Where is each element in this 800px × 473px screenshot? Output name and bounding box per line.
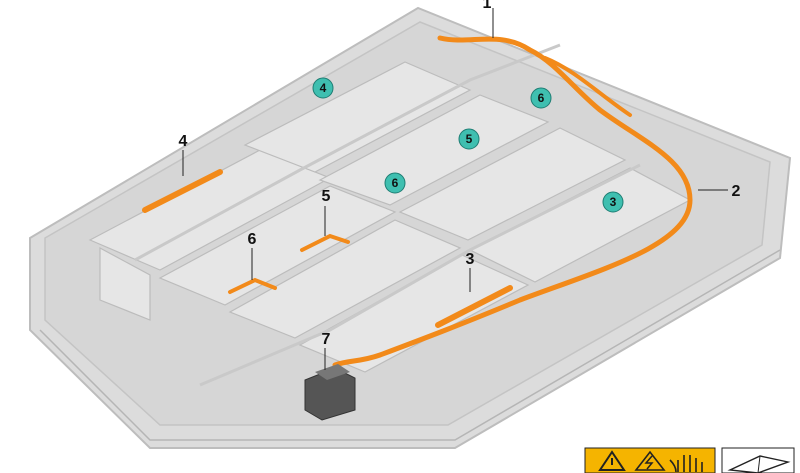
coolant-lines: [134, 43, 641, 387]
electrical-hazard-icon: [634, 450, 666, 471]
battery-modules: [88, 61, 692, 373]
badge-label: 6: [538, 91, 545, 105]
tray-rim: [44, 21, 771, 426]
tray-front-edge: [39, 249, 781, 441]
badge-label: 3: [610, 195, 617, 209]
module: [99, 246, 151, 321]
hv-cables: [142, 35, 693, 368]
hv-cable-main: [332, 35, 693, 368]
hv-cable-item-4: [142, 169, 223, 213]
hv-cable-item-6: [228, 277, 277, 294]
callout-label: 4: [179, 133, 188, 150]
callouts: 1 2 3 4 5 6 7: [179, 0, 741, 348]
callout-label: 7: [322, 331, 331, 348]
badge-label: 5: [466, 132, 473, 146]
module: [243, 61, 472, 173]
repair-manual-icon: [721, 447, 795, 473]
module: [158, 185, 397, 306]
callout-label: 1: [483, 0, 492, 12]
badge-label: 4: [320, 81, 327, 95]
callout-label: 6: [248, 231, 257, 248]
warning-triangle-icon: [598, 450, 626, 471]
connector-box-7: [304, 364, 356, 421]
badges: 4 5 6 6 3: [312, 77, 624, 213]
hv-cable-item-3: [435, 285, 513, 328]
callout-label: 2: [732, 183, 741, 200]
badge-label: 6: [392, 176, 399, 190]
callout-label: 3: [466, 251, 475, 268]
battery-tray: [29, 6, 792, 449]
callout-leaders: [182, 8, 728, 370]
module: [398, 127, 627, 241]
module: [318, 94, 550, 206]
callout-label: 5: [322, 188, 331, 205]
module: [228, 219, 462, 339]
hv-cable-upper: [543, 56, 632, 117]
warning-panel: [584, 447, 795, 473]
hv-cable-item-5: [300, 233, 350, 252]
protective-glove-icon: [669, 455, 703, 473]
